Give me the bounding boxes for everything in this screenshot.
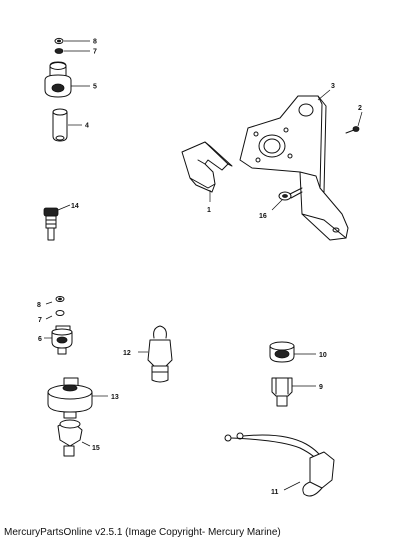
part-3: 3 [239, 83, 349, 241]
callout-2: 2 [358, 105, 362, 112]
part-14: 14 [43, 203, 79, 241]
image-caption: MercuryPartsOnline v2.5.1 (Image Copyrig… [4, 527, 281, 538]
part-16: 16 [259, 187, 303, 220]
part-4: 4 [52, 108, 89, 142]
part-10: 10 [269, 341, 327, 363]
callout-5: 5 [93, 84, 97, 91]
part-7-top: 7 [54, 48, 97, 56]
part-8-lower: 8 [37, 296, 65, 309]
callout-11: 11 [271, 489, 279, 496]
callout-16: 16 [259, 213, 267, 220]
callout-6: 6 [38, 336, 42, 343]
callout-9: 9 [319, 384, 323, 391]
callout-13: 13 [111, 394, 119, 401]
callout-8-top: 8 [93, 39, 97, 46]
callout-7-lower: 7 [38, 317, 42, 324]
part-11: 11 [224, 432, 335, 497]
part-6: 6 [38, 325, 73, 355]
callout-3: 3 [331, 83, 335, 90]
part-8-top: 8 [54, 37, 97, 46]
callout-7-top: 7 [93, 49, 97, 56]
callout-14: 14 [71, 203, 79, 210]
callout-10: 10 [319, 352, 327, 359]
part-15: 15 [57, 419, 100, 457]
part-12: 12 [123, 325, 173, 383]
part-13: 13 [47, 377, 119, 419]
callout-4: 4 [85, 123, 89, 130]
part-9: 9 [271, 377, 323, 407]
part-5: 5 [44, 61, 97, 98]
part-7-lower: 7 [38, 310, 65, 324]
callout-1: 1 [207, 207, 211, 214]
callout-8-lower: 8 [37, 302, 41, 309]
part-2: 2 [345, 105, 363, 134]
part-1: 1 [181, 141, 233, 214]
callout-12: 12 [123, 350, 131, 357]
callout-15: 15 [92, 445, 100, 452]
